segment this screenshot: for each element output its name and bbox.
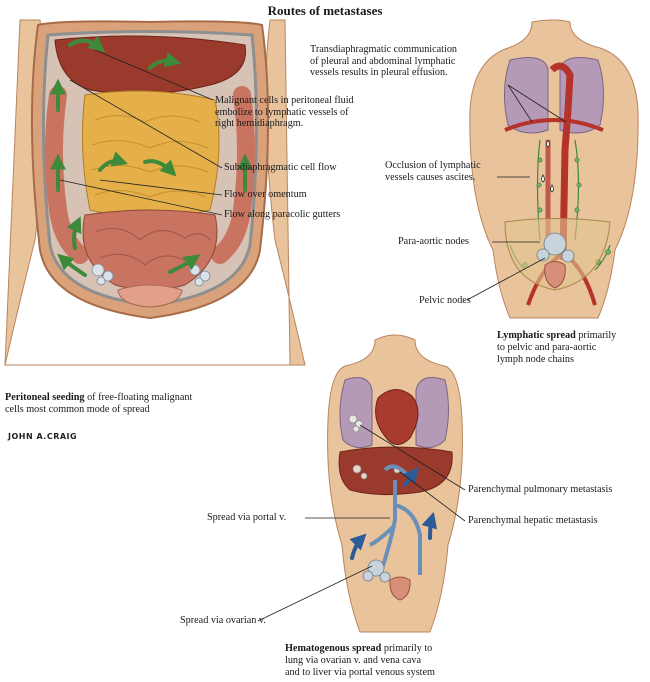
label-portal: Spread via portal v. (207, 512, 287, 523)
right-colon (45, 86, 89, 264)
caption-peritoneal-rest1: of free-floating malignant (84, 392, 193, 403)
label-malignant-cells-line2: embolize to lymphatic vessels of (215, 106, 349, 118)
peritoneal-leader-lines (59, 49, 223, 216)
peritoneal-implants (91, 263, 211, 287)
lymphatic-leader-lines (466, 84, 567, 301)
caption-lymphatic-rest1: primarily (575, 330, 617, 341)
peritoneal-torso (4, 19, 306, 366)
ovarian-mass (536, 232, 575, 263)
left-colon (211, 86, 255, 264)
caption-peritoneal-bold: Peritoneal seeding (5, 392, 85, 403)
label-paracolic: Flow along paracolic gutters (224, 209, 341, 220)
label-transdiaphragmatic: Transdiaphragmatic communication of pleu… (310, 44, 457, 79)
bladder (117, 284, 183, 308)
green-flow-arrows (50, 35, 253, 277)
intestine-loops (94, 227, 211, 266)
label-pulmonary-metastasis: Parenchymal pulmonary metastasis (468, 484, 613, 495)
omentum-shape (81, 90, 220, 218)
label-malignant-cells-line3: right hemidiaphragm. (215, 118, 304, 129)
hem-left-lung (339, 377, 373, 449)
omentum-texture (91, 115, 209, 198)
caption-hematogenous-rest3: and to liver via portal venous system (285, 667, 435, 678)
label-occlusion-line1: Occlusion of lymphatic (385, 160, 481, 171)
caption-lymphatic-bold: Lymphatic spread (497, 330, 576, 341)
caption-peritoneal-rest2: cells most common mode of spread (5, 404, 150, 415)
left-lung (503, 57, 549, 134)
figure-title: Routes of metastases (267, 3, 383, 18)
hem-uterus (389, 576, 411, 601)
label-malignant-cells: Malignant cells in peritoneal fluid embo… (215, 95, 354, 130)
aorta-lymphatic (549, 62, 574, 261)
caption-hematogenous-bold: Hematogenous spread (285, 643, 382, 654)
label-pelvic-nodes: Pelvic nodes (419, 295, 471, 306)
caption-lymphatic-rest2: to pelvic and para-aortic (497, 342, 597, 353)
label-subdiaphragmatic: Subdiaphragmatic cell flow (224, 162, 337, 173)
label-transdiaphragmatic-line3: vessels results in pleural effusion. (310, 67, 448, 78)
caption-lymphatic: Lymphatic spread primarily to pelvic and… (497, 330, 647, 366)
hematogenous-leader-lines (257, 424, 466, 622)
heart (375, 389, 419, 445)
label-hepatic-metastasis: Parenchymal hepatic metastasis (468, 515, 598, 526)
caption-lymphatic-rest3: lymph node chains (497, 354, 574, 365)
blue-spread-arrows (349, 467, 438, 560)
artist-signature: JOHN A.CRAIG (8, 432, 78, 441)
label-malignant-cells-line1: Malignant cells in peritoneal fluid (215, 95, 354, 106)
caption-peritoneal: Peritoneal seeding of free-floating mali… (5, 392, 235, 416)
label-occlusion-line2: vessels causes ascites. (385, 171, 476, 183)
caption-hematogenous-rest2: lung via ovarian v. and vena cava (285, 655, 421, 666)
pelvic-organs-hem (362, 559, 391, 583)
label-para-aortic: Para-aortic nodes (398, 236, 469, 247)
caption-hematogenous: Hematogenous spread primarily to lung vi… (285, 643, 515, 679)
label-transdiaphragmatic-line2: of pleural and abdominal lymphatic (310, 55, 456, 67)
label-ovarian: Spread via ovarian v. (180, 615, 266, 626)
caption-hematogenous-rest1: primarily to (381, 643, 433, 654)
hem-right-lung (415, 377, 449, 449)
label-omentum-flow: Flow over omentum (224, 189, 307, 200)
fluid-drops (541, 139, 554, 193)
label-occlusion: Occlusion of lymphatic vessels causes as… (385, 160, 481, 183)
uterus (544, 261, 566, 289)
diaphragm (504, 118, 604, 132)
lymphatic-torso (466, 19, 639, 319)
label-transdiaphragmatic-line1: Transdiaphragmatic communication (310, 44, 458, 55)
hematogenous-torso (257, 334, 466, 633)
